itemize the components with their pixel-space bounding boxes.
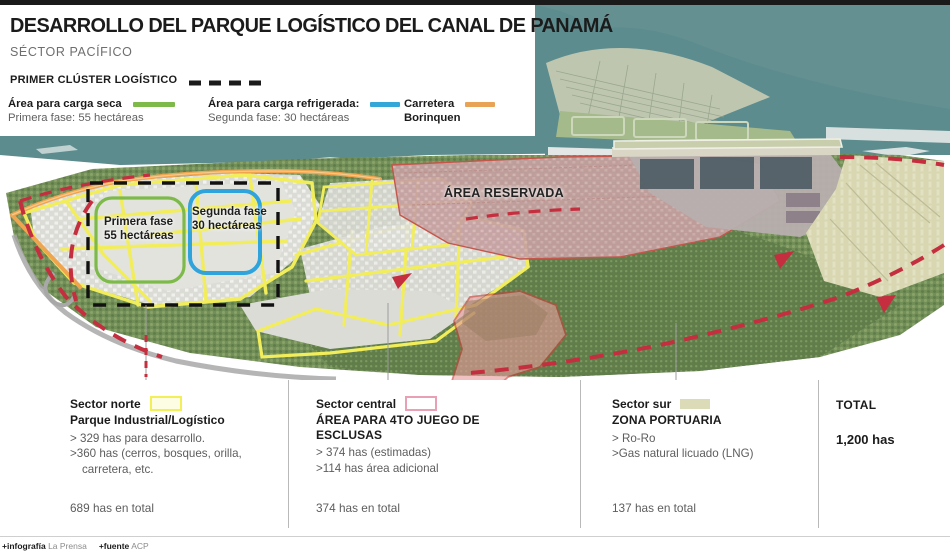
road-network-yellow — [22, 173, 318, 309]
boundary-red-dashed — [18, 155, 946, 375]
sector-norte-bullets: > 329 has para desarrollo. >360 has (cer… — [70, 431, 242, 478]
legend-detail: Segunda fase: 30 hectáreas — [208, 112, 350, 124]
port-area — [612, 138, 846, 237]
khaki-zone — [806, 155, 944, 297]
sector-sur-title: Sector sur — [612, 396, 672, 411]
credit-value: La Prensa — [48, 541, 87, 551]
map-label-primera-fase: Primera fase 55 hectáreas — [104, 215, 174, 243]
dashed-line-icon — [187, 75, 265, 86]
legend-title: Área para carga refrigerada: — [208, 97, 401, 111]
bullet: > Ro-Ro — [612, 431, 656, 445]
bullet: >114 has área adicional — [316, 461, 439, 475]
footer-credits: +infografía La Prensa +fuente ACP — [2, 541, 149, 551]
sector-sur-subtitle: ZONA PORTUARIA — [612, 413, 722, 427]
bullet: > 329 has para desarrollo. — [70, 431, 206, 445]
sector-central-total: 374 has en total — [316, 501, 400, 515]
urban-parcels-north — [10, 168, 382, 309]
legend-detail: Borinquen — [404, 112, 461, 124]
legend-item-carga-seca: Área para carga seca Primera fase: 55 he… — [8, 97, 175, 125]
sector-central-bullets: > 374 has (estimadas) >114 has área adic… — [316, 445, 480, 476]
legend-item-carretera: Carretera Borinquen — [404, 97, 496, 125]
swatch-outline-pink — [405, 396, 438, 411]
segunda-fase-outline — [188, 189, 262, 275]
leader-lines — [145, 303, 677, 380]
primera-fase-outline — [94, 196, 186, 284]
legend-row: Área para carga seca Primera fase: 55 he… — [8, 97, 533, 137]
sector-norte-title: Sector norte — [70, 396, 141, 411]
segunda-fase-line1: Segunda fase — [192, 206, 267, 218]
legend-title-text: Carretera — [404, 98, 455, 110]
source-value: ACP — [131, 541, 149, 551]
bullet: >Gas natural licuado (LNG) — [612, 447, 754, 460]
column-total: TOTAL 1,200 has — [836, 398, 895, 447]
direction-arrows — [392, 251, 896, 313]
sector-central-title: Sector central — [316, 396, 397, 411]
page-subtitle: SÉCTOR PACÍFICO — [10, 45, 133, 59]
map-label-segunda-fase: Segunda fase 30 hectáreas — [192, 205, 267, 233]
footer-rule — [0, 536, 950, 537]
source-label: +fuente — [98, 541, 130, 551]
sector-data-panel: Sector norte Parque Industrial/Logístico… — [0, 380, 950, 532]
cluster-label: PRIMER CLÚSTER LOGÍSTICO — [10, 74, 178, 86]
sector-central-subtitle: ÁREA PARA 4TO JUEGO DE — [316, 413, 480, 427]
primera-fase-line2: 55 hectáreas — [104, 230, 174, 242]
sector-norte-header: Sector norte — [70, 396, 242, 411]
sector-sur-bullets: > Ro-Ro >Gas natural licuado (LNG) — [612, 431, 753, 462]
column-sector-norte: Sector norte Parque Industrial/Logístico… — [70, 396, 242, 515]
line-swatch-blue — [370, 101, 401, 107]
map-label-area-reservada: ÁREA RESERVADA — [444, 186, 564, 200]
legend-detail: Primera fase: 55 hectáreas — [8, 112, 144, 124]
total-label: TOTAL — [836, 398, 877, 412]
primer-cluster-boundary — [86, 181, 280, 307]
swatch-fill-khaki — [680, 398, 711, 409]
column-sector-sur: Sector sur ZONA PORTUARIA > Ro-Ro >Gas n… — [612, 396, 753, 516]
legend-item-carga-refrigerada: Área para carga refrigerada: Segunda fas… — [208, 97, 401, 125]
bullet: > 374 has (estimadas) — [316, 446, 432, 459]
panel-divider-2 — [580, 380, 581, 528]
credit-label: +infografía — [2, 541, 46, 551]
sector-norte-subtitle: Parque Industrial/Logístico — [70, 413, 225, 427]
sector-norte-total: 689 has en total — [70, 501, 154, 515]
legend-title: Carretera — [404, 97, 496, 111]
panel-divider-1 — [288, 380, 289, 528]
source-group: +fuente ACP — [99, 541, 149, 551]
legend-title: Área para carga seca — [8, 97, 175, 111]
sector-central-header: Sector central — [316, 396, 480, 411]
page-title: DESARROLLO DEL PARQUE LOGÍSTICO DEL CANA… — [10, 14, 613, 37]
legend-title-text: Área para carga refrigerada: — [208, 98, 360, 110]
panel-divider-3 — [818, 380, 819, 528]
line-swatch-green — [132, 101, 175, 107]
sector-sur-total: 137 has en total — [612, 501, 696, 515]
sector-sur-header: Sector sur — [612, 396, 753, 411]
header-panel: DESARROLLO DEL PARQUE LOGÍSTICO DEL CANA… — [0, 5, 613, 137]
column-sector-central: Sector central ÁREA PARA 4TO JUEGO DE ES… — [316, 396, 480, 515]
credit-group: +infografía La Prensa — [2, 541, 87, 551]
sector-central-subtitle2: ESCLUSAS — [316, 427, 383, 442]
primera-fase-line1: Primera fase — [104, 216, 174, 228]
bullet: >360 has (cerros, bosques, orilla, — [70, 447, 242, 460]
line-swatch-orange — [465, 101, 496, 107]
cluster-legend-row: PRIMER CLÚSTER LOGÍSTICO — [10, 74, 265, 86]
bullet: carretera, etc. — [82, 462, 154, 476]
top-rule — [0, 0, 950, 5]
legend-title-text: Área para carga seca — [8, 98, 122, 110]
segunda-fase-line2: 30 hectáreas — [192, 220, 262, 232]
swatch-outline-yellow — [149, 396, 182, 411]
total-value: 1,200 has — [836, 432, 895, 447]
boundary-red-dashed-thin — [19, 173, 581, 221]
